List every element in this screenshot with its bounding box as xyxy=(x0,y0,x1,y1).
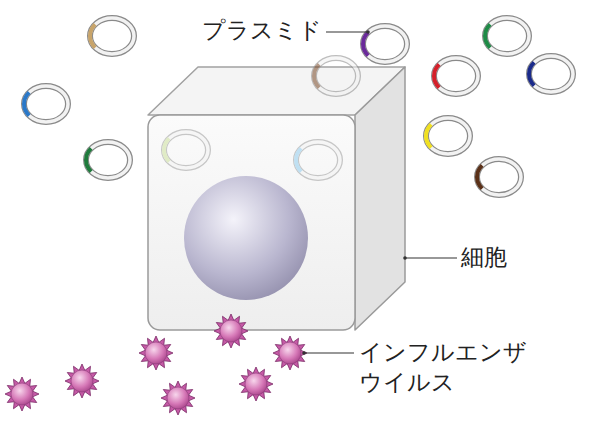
virus-body xyxy=(167,387,189,409)
plasmid-ring xyxy=(296,142,340,178)
virus-spikes xyxy=(239,367,273,401)
plasmid xyxy=(529,56,573,92)
plasmid xyxy=(434,58,478,94)
plasmid-ring xyxy=(434,58,478,94)
plasmid-ring xyxy=(363,26,407,62)
virus-body xyxy=(71,370,93,392)
virus-body xyxy=(145,342,167,364)
plasmid-ring-outline xyxy=(529,56,573,92)
cell-label: 細胞 xyxy=(461,243,507,273)
influenza-virus xyxy=(239,367,273,401)
virus-body xyxy=(220,320,242,342)
plasmid-ring-outline xyxy=(426,118,470,154)
plasmid xyxy=(426,118,470,154)
virus-body xyxy=(245,373,267,395)
leader-line xyxy=(405,257,457,258)
plasmid-group xyxy=(24,18,573,195)
plasmid-gene xyxy=(86,148,91,171)
plasmid-gene xyxy=(434,64,439,87)
plasmid-ring-outline xyxy=(24,86,68,122)
plasmid-ring xyxy=(24,86,68,122)
virus-label: インフルエンザ ウイルス xyxy=(359,338,531,398)
plasmid xyxy=(314,58,358,94)
virus-group xyxy=(5,314,307,415)
plasmid-ring xyxy=(426,118,470,154)
cell-side-face xyxy=(355,67,405,330)
plasmid-ring xyxy=(164,132,208,168)
plasmid xyxy=(86,142,130,178)
cell-front-face xyxy=(148,115,355,330)
plasmid-ring-outline xyxy=(164,132,208,168)
plasmid-ring-outline xyxy=(434,58,478,94)
leader-dot xyxy=(403,256,407,260)
plasmid-ring xyxy=(485,18,529,54)
leader-lines xyxy=(302,30,457,355)
plasmid-gene xyxy=(90,24,95,47)
leader-line xyxy=(326,31,368,32)
plasmid-label: プラスミド xyxy=(202,16,322,46)
virus-spikes xyxy=(161,381,195,415)
plasmid-ring xyxy=(90,18,134,54)
virus-spikes xyxy=(273,336,307,370)
leader-line xyxy=(304,352,354,353)
influenza-virus xyxy=(214,314,248,348)
influenza-virus xyxy=(5,377,39,411)
virus-spikes xyxy=(65,364,99,398)
plasmid xyxy=(24,86,68,122)
plasmid-gene xyxy=(426,124,431,147)
plasmid-ring xyxy=(86,142,130,178)
influenza-virus xyxy=(139,336,173,370)
virus-spikes xyxy=(214,314,248,348)
plasmid xyxy=(296,142,340,178)
virus-body xyxy=(11,383,33,405)
plasmid-gene xyxy=(477,165,482,188)
plasmid xyxy=(477,159,521,195)
virus-body xyxy=(279,342,301,364)
plasmid-gene xyxy=(485,24,490,47)
plasmid-ring-outline xyxy=(296,142,340,178)
plasmid-ring-outline xyxy=(90,18,134,54)
plasmid-ring xyxy=(477,159,521,195)
plasmid-gene xyxy=(296,148,301,171)
plasmid-ring-outline xyxy=(86,142,130,178)
plasmid-gene xyxy=(314,64,319,87)
plasmid-ring-outline xyxy=(485,18,529,54)
virus-spikes xyxy=(5,377,39,411)
influenza-virus xyxy=(65,364,99,398)
cell-cube xyxy=(148,67,405,330)
plasmid-gene xyxy=(24,92,29,115)
plasmid-gene xyxy=(363,32,368,55)
plasmid xyxy=(164,132,208,168)
influenza-virus xyxy=(161,381,195,415)
plasmid-ring xyxy=(314,58,358,94)
plasmid-group xyxy=(164,58,358,178)
nucleus xyxy=(184,176,308,300)
plasmid xyxy=(90,18,134,54)
plasmid-gene xyxy=(164,138,169,161)
plasmid xyxy=(363,26,407,62)
influenza-virus xyxy=(273,336,307,370)
plasmid-ring-outline xyxy=(314,58,358,94)
plasmid-gene xyxy=(529,62,534,85)
plasmid-ring-outline xyxy=(363,26,407,62)
leader-dot xyxy=(302,351,306,355)
virus-spikes xyxy=(139,336,173,370)
plasmid xyxy=(485,18,529,54)
leader-dot xyxy=(366,30,370,34)
plasmid-ring xyxy=(529,56,573,92)
plasmid-ring-outline xyxy=(477,159,521,195)
